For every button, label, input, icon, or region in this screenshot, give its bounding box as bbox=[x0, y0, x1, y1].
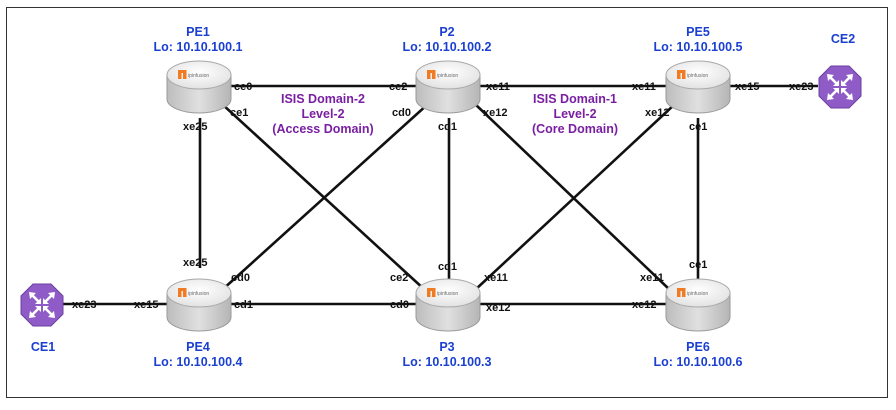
port-label-pe6-xe11: xe11 bbox=[640, 272, 664, 284]
port-label-p2-xe12: xe12 bbox=[483, 107, 507, 119]
core-domain-level: Level-2 bbox=[553, 107, 596, 121]
ce2-name-label: CE2 bbox=[831, 32, 855, 46]
router-icon bbox=[415, 60, 481, 114]
vendor-logo: ipinfusion bbox=[188, 73, 209, 79]
port-label-ce2-xe23: xe23 bbox=[789, 81, 813, 93]
ce1-name-label: CE1 bbox=[31, 340, 55, 354]
port-label-pe1-xe25: xe25 bbox=[183, 121, 207, 133]
port-label-p2-ce2: ce2 bbox=[389, 81, 407, 93]
pe4-loopback-label: Lo: 10.10.100.4 bbox=[154, 355, 243, 369]
router-icon bbox=[415, 278, 481, 332]
vendor-logo: ipinfusion bbox=[188, 291, 209, 297]
router-p3[interactable]: ipinfusion bbox=[415, 278, 481, 332]
pe4-name-label: PE4 bbox=[186, 340, 210, 354]
access-domain-subtitle: (Access Domain) bbox=[272, 122, 373, 136]
router-pe5[interactable]: ipinfusion bbox=[665, 60, 731, 114]
links bbox=[62, 84, 818, 306]
port-label-pe6-ce1: ce1 bbox=[689, 259, 707, 271]
pe6-name-label: PE6 bbox=[686, 340, 710, 354]
port-label-pe4-cd0: cd0 bbox=[231, 272, 250, 284]
port-label-p2-cd0: cd0 bbox=[392, 107, 411, 119]
access-domain-title: ISIS Domain-2 bbox=[281, 92, 365, 106]
p3-loopback-label: Lo: 10.10.100.3 bbox=[403, 355, 492, 369]
diagram-frame bbox=[6, 7, 888, 398]
router-p2[interactable]: ipinfusion bbox=[415, 60, 481, 114]
pe1-loopback-label: Lo: 10.10.100.1 bbox=[154, 40, 243, 54]
ce-router-icon-ce1[interactable] bbox=[20, 283, 64, 327]
router-pe1[interactable]: ipinfusion bbox=[166, 60, 232, 114]
core-domain-subtitle: (Core Domain) bbox=[532, 122, 618, 136]
port-label-ce1-xe23: xe23 bbox=[72, 299, 96, 311]
router-icon bbox=[166, 278, 232, 332]
port-label-p3-ce2: ce2 bbox=[390, 272, 408, 284]
pe6-loopback-label: Lo: 10.10.100.6 bbox=[654, 355, 743, 369]
vendor-logo: ipinfusion bbox=[687, 73, 708, 79]
port-label-pe1-ce1: ce1 bbox=[230, 107, 248, 119]
link-p2-pe4 bbox=[221, 103, 429, 291]
link-pe5-p3 bbox=[474, 103, 676, 291]
pe1-name-label: PE1 bbox=[186, 25, 210, 39]
port-label-p2-cd1: cd1 bbox=[438, 121, 457, 133]
port-label-p2-xe11: xe11 bbox=[486, 81, 510, 93]
port-label-p3-cd1: cd1 bbox=[438, 261, 457, 273]
pe5-loopback-label: Lo: 10.10.100.5 bbox=[654, 40, 743, 54]
link-p2-pe6 bbox=[474, 103, 671, 291]
router-icon bbox=[665, 278, 731, 332]
vendor-logo: ipinfusion bbox=[687, 291, 708, 297]
port-label-p3-cd0: cd0 bbox=[390, 299, 409, 311]
router-icon bbox=[166, 60, 232, 114]
port-label-pe1-ce0: ce0 bbox=[234, 81, 252, 93]
vendor-logo: ipinfusion bbox=[437, 73, 458, 79]
router-pe4[interactable]: ipinfusion bbox=[166, 278, 232, 332]
port-label-pe4-cd1: cd1 bbox=[234, 299, 253, 311]
core-domain-title: ISIS Domain-1 bbox=[533, 92, 617, 106]
port-label-pe5-ce1: ce1 bbox=[689, 121, 707, 133]
port-label-pe4-xe15: xe15 bbox=[134, 299, 158, 311]
port-label-pe6-xe12: xe12 bbox=[632, 299, 656, 311]
vendor-logo: ipinfusion bbox=[437, 291, 458, 297]
p2-name-label: P2 bbox=[439, 25, 454, 39]
ce-router-icon-ce2[interactable] bbox=[818, 65, 862, 109]
pe5-name-label: PE5 bbox=[686, 25, 710, 39]
router-pe6[interactable]: ipinfusion bbox=[665, 278, 731, 332]
p2-loopback-label: Lo: 10.10.100.2 bbox=[403, 40, 492, 54]
port-label-pe5-xe12: xe12 bbox=[645, 107, 669, 119]
port-label-pe4-xe25: xe25 bbox=[183, 257, 207, 269]
port-label-pe5-xe15: xe15 bbox=[735, 81, 759, 93]
port-label-p3-xe12: xe12 bbox=[486, 302, 510, 314]
port-label-p3-xe11: xe11 bbox=[484, 272, 508, 284]
router-icon bbox=[665, 60, 731, 114]
port-label-pe5-xe11: xe11 bbox=[632, 81, 656, 93]
p3-name-label: P3 bbox=[439, 340, 454, 354]
access-domain-level: Level-2 bbox=[301, 107, 344, 121]
